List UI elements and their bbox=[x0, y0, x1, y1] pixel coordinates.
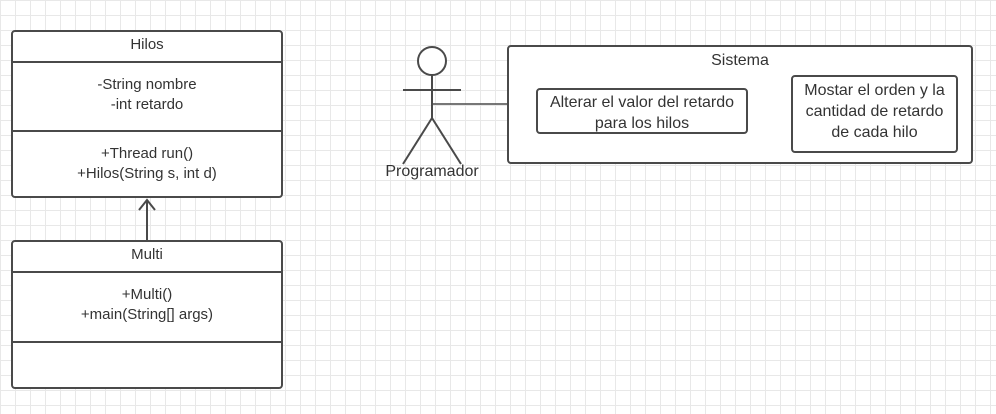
actor-figure bbox=[402, 46, 462, 165]
usecase-1-line-1: Alterar el valor del retardo bbox=[549, 94, 735, 111]
hilos-class-box[interactable]: Hilos -String nombre -int retardo +Threa… bbox=[11, 30, 283, 198]
hilos-divider-bottom bbox=[13, 130, 281, 132]
hilos-divider-top bbox=[13, 61, 281, 63]
system-title: Sistema bbox=[711, 52, 769, 69]
inheritance-arrow bbox=[138, 198, 156, 240]
multi-methods: +Multi() +main(String[] args) bbox=[13, 285, 281, 325]
multi-class-name: Multi bbox=[131, 246, 163, 263]
hilos-methods: +Thread run() +Hilos(String s, int d) bbox=[13, 144, 281, 184]
attribute-retardo: -int retardo bbox=[110, 96, 184, 113]
usecase-2-line-3: de cada hilo bbox=[831, 124, 918, 141]
attribute-nombre: -String nombre bbox=[97, 76, 197, 93]
hilos-attributes: -String nombre -int retardo bbox=[13, 75, 281, 115]
usecase-2-line-1: Mostar el orden y la bbox=[804, 82, 945, 99]
usecase-mostrar-orden[interactable]: Mostar el orden y la cantidad de retardo… bbox=[791, 75, 958, 153]
method-hilos-constructor: +Hilos(String s, int d) bbox=[77, 165, 217, 182]
usecase-alterar-retardo[interactable]: Alterar el valor del retardo para los hi… bbox=[536, 88, 748, 134]
usecase-1-line-2: para los hilos bbox=[594, 115, 690, 132]
actor-label: Programador bbox=[385, 163, 479, 180]
method-multi-constructor: +Multi() bbox=[121, 286, 173, 303]
multi-class-box[interactable]: Multi +Multi() +main(String[] args) bbox=[11, 240, 283, 389]
method-main: +main(String[] args) bbox=[80, 306, 214, 323]
hilos-class-name: Hilos bbox=[130, 36, 164, 53]
method-run: +Thread run() bbox=[100, 145, 194, 162]
usecase-2-line-2: cantidad de retardo bbox=[805, 103, 944, 120]
multi-divider-bottom bbox=[13, 341, 281, 343]
multi-divider-top bbox=[13, 271, 281, 273]
